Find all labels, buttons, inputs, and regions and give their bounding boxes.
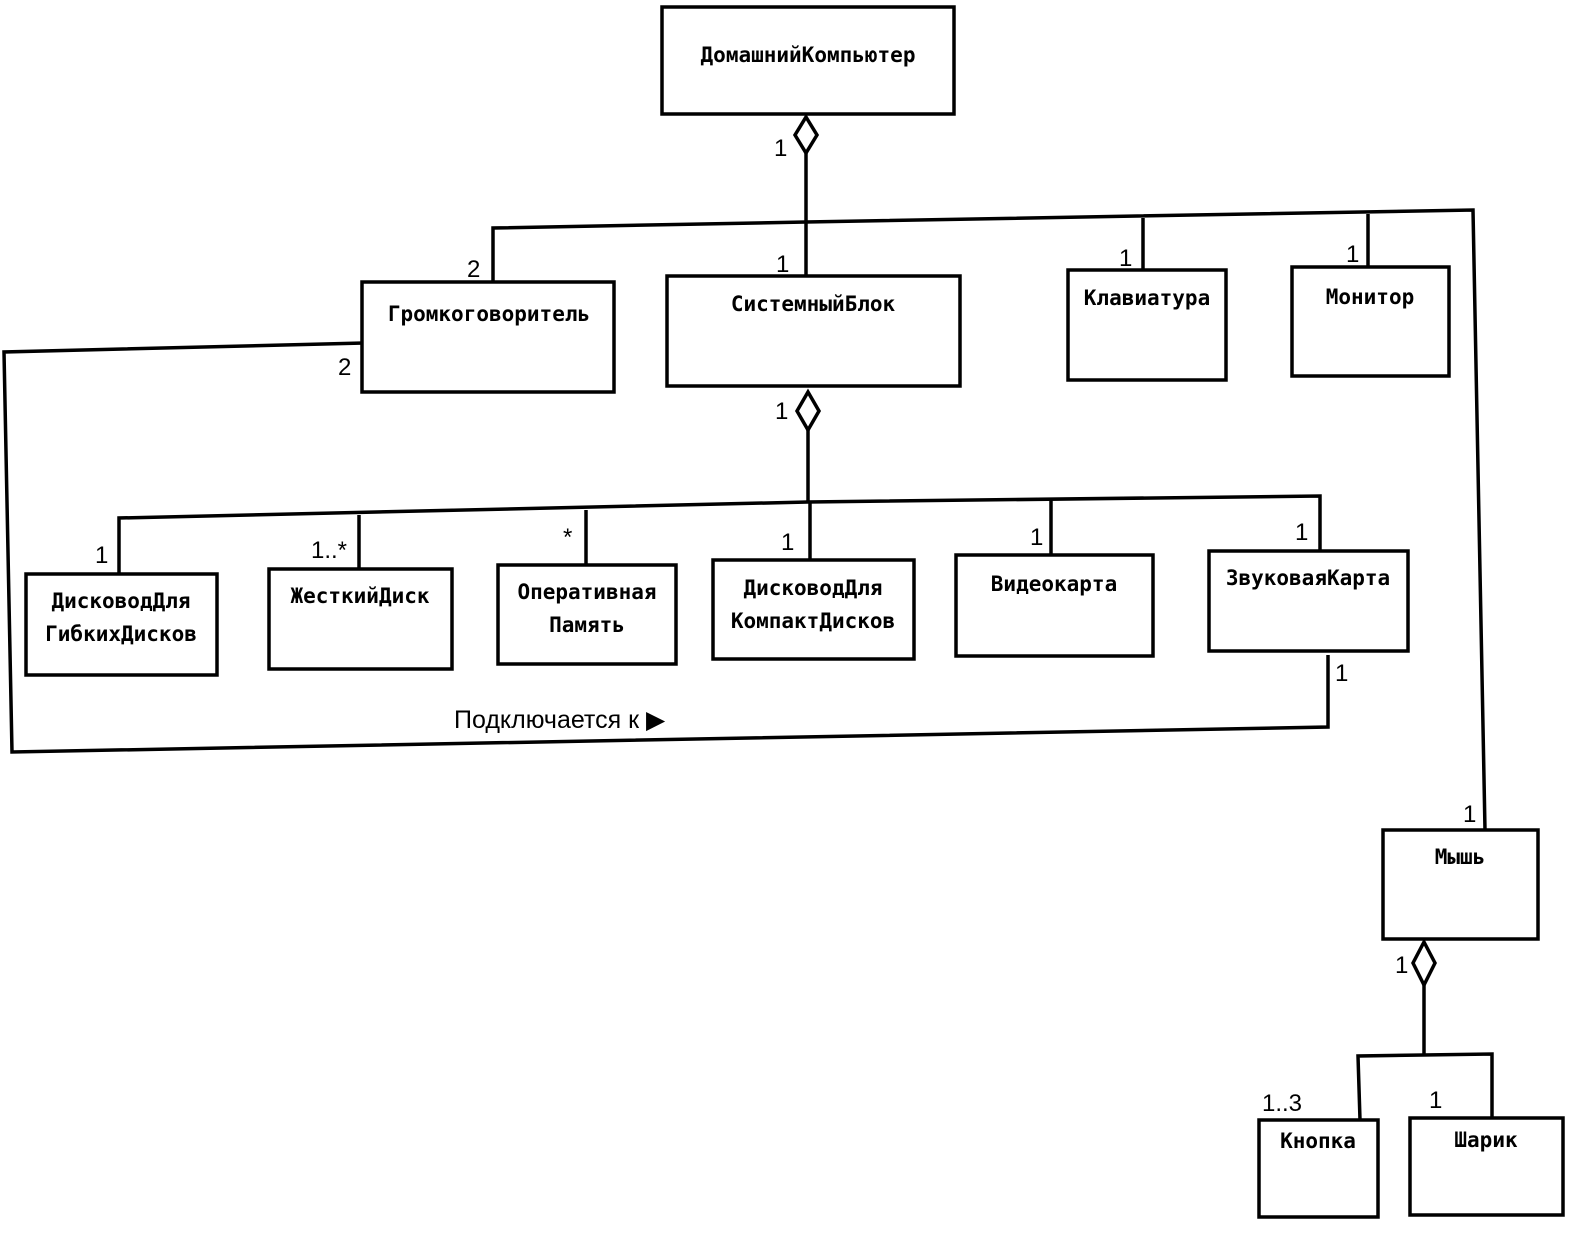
multiplicity-sound-card-connection: 1 xyxy=(1335,660,1348,687)
class-video-card-label: Видеокарта xyxy=(991,572,1117,596)
class-system-unit-label: СистемныйБлок xyxy=(731,292,896,316)
multiplicity-ball-part: 1 xyxy=(1429,1087,1442,1114)
class-system-unit: СистемныйБлок xyxy=(665,274,962,388)
class-home-computer: ДомашнийКомпьютер xyxy=(660,5,956,116)
class-mouse-label: Мышь xyxy=(1435,845,1486,869)
multiplicity-monitor-part: 1 xyxy=(1346,241,1359,268)
class-cd-drive: ДисководДля КомпактДисков xyxy=(711,558,916,661)
class-keyboard: Клавиатура xyxy=(1066,268,1228,382)
class-keyboard-label: Клавиатура xyxy=(1084,286,1210,310)
class-cd-drive-label-line1: ДисководДля xyxy=(743,576,882,600)
multiplicity-speaker-connection: 2 xyxy=(338,354,351,381)
association-label-connects-to: Подключается к ▶ xyxy=(454,706,666,734)
class-floppy-drive-label-line2: ГибкихДисков xyxy=(45,622,197,646)
class-ball-label: Шарик xyxy=(1454,1128,1518,1152)
multiplicity-home-computer-whole: 1 xyxy=(774,135,787,162)
class-cd-drive-label-line2: КомпактДисков xyxy=(731,609,895,633)
aggregation-diamond-mouse xyxy=(1411,938,1437,989)
multiplicity-speaker-part: 2 xyxy=(467,256,480,283)
class-floppy-drive-label-line1: ДисководДля xyxy=(51,589,190,613)
class-speaker: Громкоговоритель xyxy=(360,280,616,394)
class-hard-disk-label: ЖесткийДиск xyxy=(290,584,429,608)
aggregation-lines-system-unit xyxy=(117,430,1322,575)
class-ram: Оперативная Память xyxy=(496,563,678,666)
class-button-label: Кнопка xyxy=(1280,1129,1356,1153)
multiplicity-hard-disk-part: 1..* xyxy=(311,537,347,564)
multiplicity-cd-drive-part: 1 xyxy=(781,529,794,556)
class-home-computer-label: ДомашнийКомпьютер xyxy=(701,43,916,67)
association-line-connects xyxy=(2,341,1330,754)
multiplicity-video-card-part: 1 xyxy=(1030,524,1043,551)
multiplicity-button-part: 1..3 xyxy=(1262,1090,1302,1117)
class-monitor: Монитор xyxy=(1290,265,1451,378)
multiplicity-sound-card-part: 1 xyxy=(1295,519,1308,546)
class-ram-label-line1: Оперативная xyxy=(517,580,656,604)
class-ball: Шарик xyxy=(1408,1116,1565,1217)
multiplicity-ram-part: * xyxy=(563,524,572,551)
aggregation-lines-top xyxy=(491,153,1487,831)
class-mouse: Мышь xyxy=(1381,828,1540,941)
class-button: Кнопка xyxy=(1257,1118,1380,1219)
class-hard-disk: ЖесткийДиск xyxy=(267,567,454,671)
class-monitor-label: Монитор xyxy=(1326,285,1415,309)
class-sound-card-label: ЗвуковаяКарта xyxy=(1226,566,1390,590)
multiplicity-mouse-whole: 1 xyxy=(1395,952,1408,979)
multiplicity-system-unit-part: 1 xyxy=(776,251,789,278)
multiplicity-system-unit-whole: 1 xyxy=(775,398,788,425)
aggregation-diamond-system-unit xyxy=(794,388,822,434)
class-ram-label-line2: Память xyxy=(549,613,625,637)
class-video-card: Видеокарта xyxy=(954,553,1155,658)
multiplicity-mouse-part: 1 xyxy=(1463,801,1476,828)
class-speaker-label: Громкоговоритель xyxy=(388,302,590,326)
class-floppy-drive: ДисководДля ГибкихДисков xyxy=(24,572,219,677)
class-sound-card: ЗвуковаяКарта xyxy=(1207,549,1410,653)
multiplicity-keyboard-part: 1 xyxy=(1119,245,1132,272)
aggregation-lines-mouse xyxy=(1356,985,1494,1121)
multiplicity-floppy-part: 1 xyxy=(95,542,108,569)
aggregation-diamond-home-computer xyxy=(792,113,820,157)
